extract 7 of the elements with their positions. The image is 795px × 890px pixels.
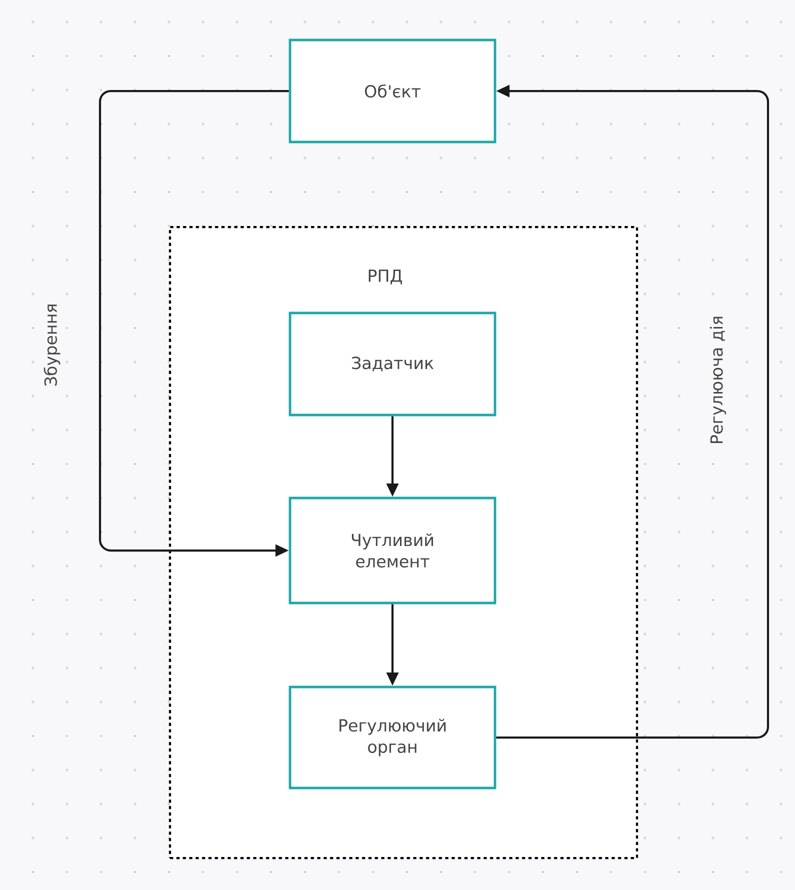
process-box: Регулюючий орган [288,686,496,790]
edge-label: Регулююча дія [707,312,729,448]
process-box: Чутливий елемент [288,496,496,604]
edge-label: Збурення [41,300,63,390]
group-heading: РПД [368,270,402,284]
process-box: Об'єкт [288,38,496,144]
process-box: Задатчик [288,312,496,416]
